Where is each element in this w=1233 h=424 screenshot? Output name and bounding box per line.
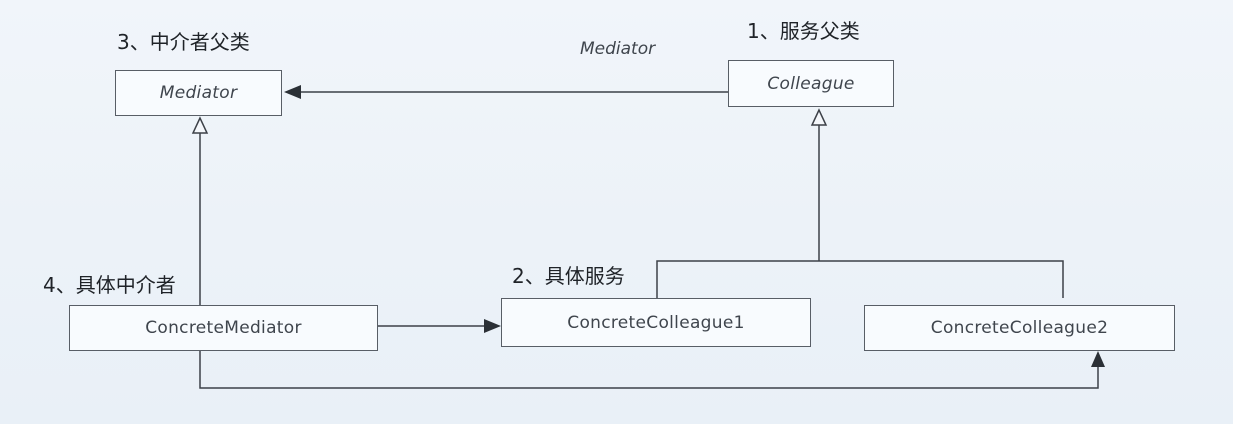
class-box-colleague: Colleague bbox=[728, 60, 894, 107]
class-name-mediator: Mediator bbox=[159, 83, 238, 103]
inheritance-triangle-mediator bbox=[191, 116, 209, 134]
class-box-mediator: Mediator bbox=[115, 70, 282, 116]
class-name-concrete-colleague1: ConcreteColleague1 bbox=[567, 312, 745, 333]
class-name-concrete-colleague2: ConcreteColleague2 bbox=[930, 318, 1109, 338]
association-line-concrete-colleague2 bbox=[199, 351, 1099, 389]
inheritance-branch-concrete-colleagues bbox=[656, 260, 1064, 298]
class-box-concrete-colleague1: ConcreteColleague1 bbox=[501, 298, 811, 347]
note-service-parent: 1、服务父类 bbox=[747, 19, 860, 43]
note-concrete-mediator: 4、具体中介者 bbox=[43, 273, 176, 297]
inheritance-triangle-colleague bbox=[810, 108, 828, 126]
edge-label-mediator: Mediator bbox=[580, 39, 656, 59]
note-concrete-service: 2、具体服务 bbox=[512, 264, 625, 288]
class-box-concrete-colleague2: ConcreteColleague2 bbox=[864, 305, 1175, 351]
class-name-concrete-mediator: ConcreteMediator bbox=[145, 318, 302, 338]
association-arrowhead-concrete-colleague1 bbox=[484, 319, 501, 333]
class-box-concrete-mediator: ConcreteMediator bbox=[69, 305, 378, 351]
association-arrowhead-mediator bbox=[284, 85, 301, 99]
note-mediator-parent: 3、中介者父类 bbox=[117, 30, 250, 54]
association-arrowhead-concrete-colleague2 bbox=[1091, 351, 1105, 367]
class-name-colleague: Colleague bbox=[767, 73, 855, 94]
